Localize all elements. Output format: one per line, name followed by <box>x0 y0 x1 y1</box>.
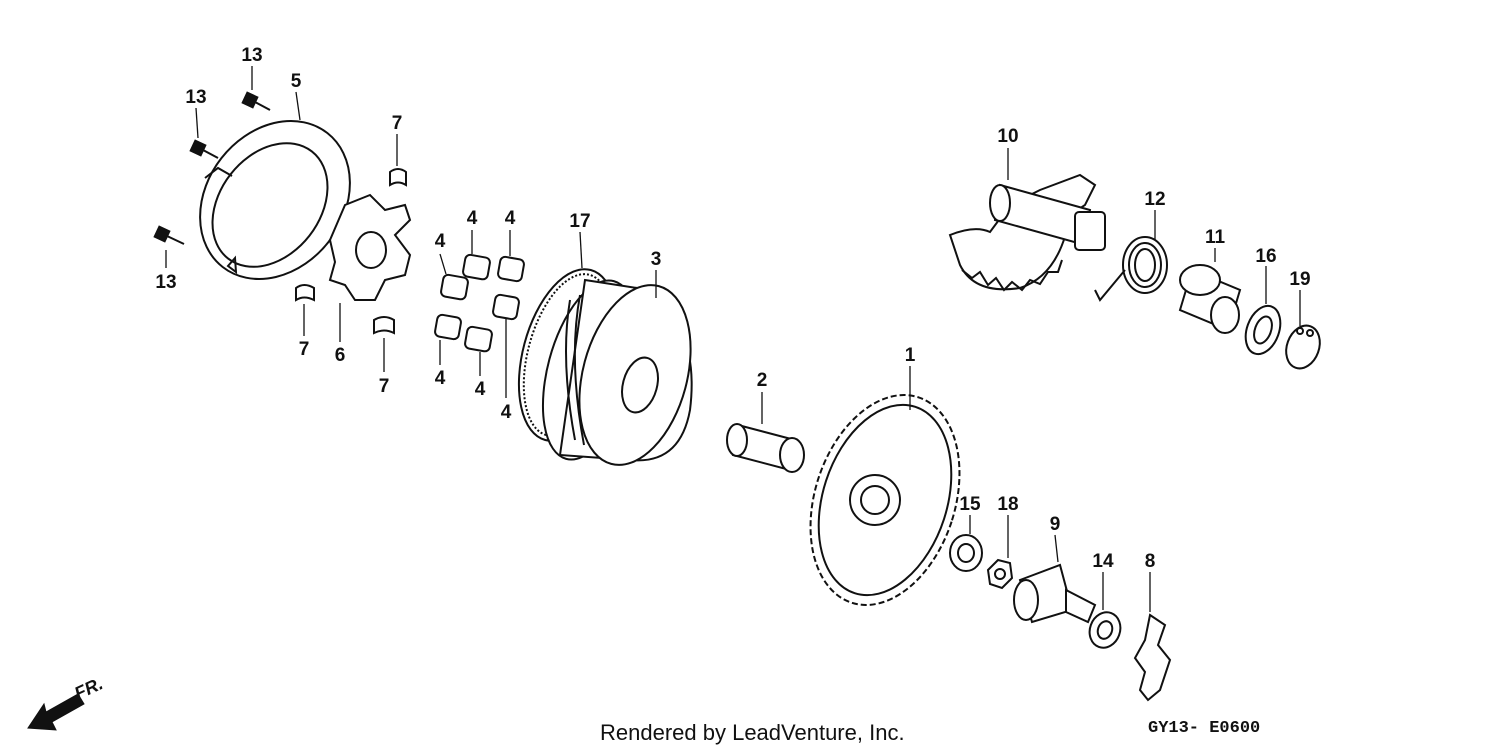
callout-18: 18 <box>997 494 1018 515</box>
front-direction-indicator: FR. <box>27 673 106 731</box>
callout-8: 8 <box>1145 551 1156 572</box>
part-11-spacer <box>1178 264 1242 334</box>
callout-13-left: 13 <box>185 87 206 108</box>
callout-6: 6 <box>335 345 346 366</box>
callout-4-a: 4 <box>435 231 446 252</box>
callout-12: 12 <box>1144 189 1165 210</box>
callout-3: 3 <box>651 249 662 270</box>
part-1-driven-gear <box>809 394 961 606</box>
part-4-rollers <box>434 253 525 353</box>
part-3-drive-face <box>541 278 693 466</box>
part-7-slider-top <box>389 168 407 187</box>
callout-14: 14 <box>1092 551 1114 572</box>
part-19-circlip <box>1285 324 1321 370</box>
callout-16: 16 <box>1255 246 1276 267</box>
bolt-13-bottom <box>153 225 185 245</box>
callout-13-bottom: 13 <box>155 272 176 293</box>
callout-labels: 13 13 13 5 7 7 6 7 4 4 4 4 4 4 17 3 2 1 … <box>155 45 1310 572</box>
callout-17: 17 <box>569 211 590 232</box>
credit-text: Rendered by LeadVenture, Inc. <box>600 720 905 745</box>
part-14-washer <box>1088 611 1122 649</box>
part-10-kick-spindle <box>948 173 1106 292</box>
callout-7-bottom: 7 <box>379 376 390 397</box>
callout-9: 9 <box>1050 514 1061 535</box>
diagram-code: GY13- E0600 <box>1148 719 1260 738</box>
callout-15: 15 <box>959 494 981 515</box>
part-18-nut <box>986 558 1014 590</box>
callout-2: 2 <box>757 370 768 391</box>
callout-7-left: 7 <box>299 339 310 360</box>
part-15-washer <box>949 534 983 572</box>
bolt-13-left <box>189 139 219 159</box>
callout-11: 11 <box>1205 227 1226 248</box>
callout-10: 10 <box>997 126 1018 147</box>
callout-4-f: 4 <box>501 402 512 423</box>
callout-5: 5 <box>291 71 302 92</box>
bolt-13-top <box>241 91 271 111</box>
leader-lines <box>165 66 1301 612</box>
callout-1: 1 <box>905 345 916 366</box>
part-9-pinion <box>1013 563 1097 624</box>
callout-7-top: 7 <box>392 113 403 134</box>
part-5-cover <box>199 120 351 280</box>
part-16-washer <box>1244 304 1282 356</box>
part-7-slider-bottom <box>373 316 395 335</box>
part-2-collar <box>726 423 805 473</box>
callout-4-b: 4 <box>467 208 478 229</box>
callout-4-d: 4 <box>435 368 446 389</box>
part-8-clip <box>1133 613 1172 702</box>
callout-19: 19 <box>1289 269 1310 290</box>
callout-4-c: 4 <box>505 208 516 229</box>
callout-13-top: 13 <box>241 45 262 66</box>
part-7-slider-left <box>295 284 315 302</box>
callout-4-e: 4 <box>475 379 486 400</box>
part-6-ramp-plate <box>328 193 412 301</box>
part-12-return-spring <box>1094 236 1168 302</box>
front-arrow-icon <box>27 693 85 731</box>
